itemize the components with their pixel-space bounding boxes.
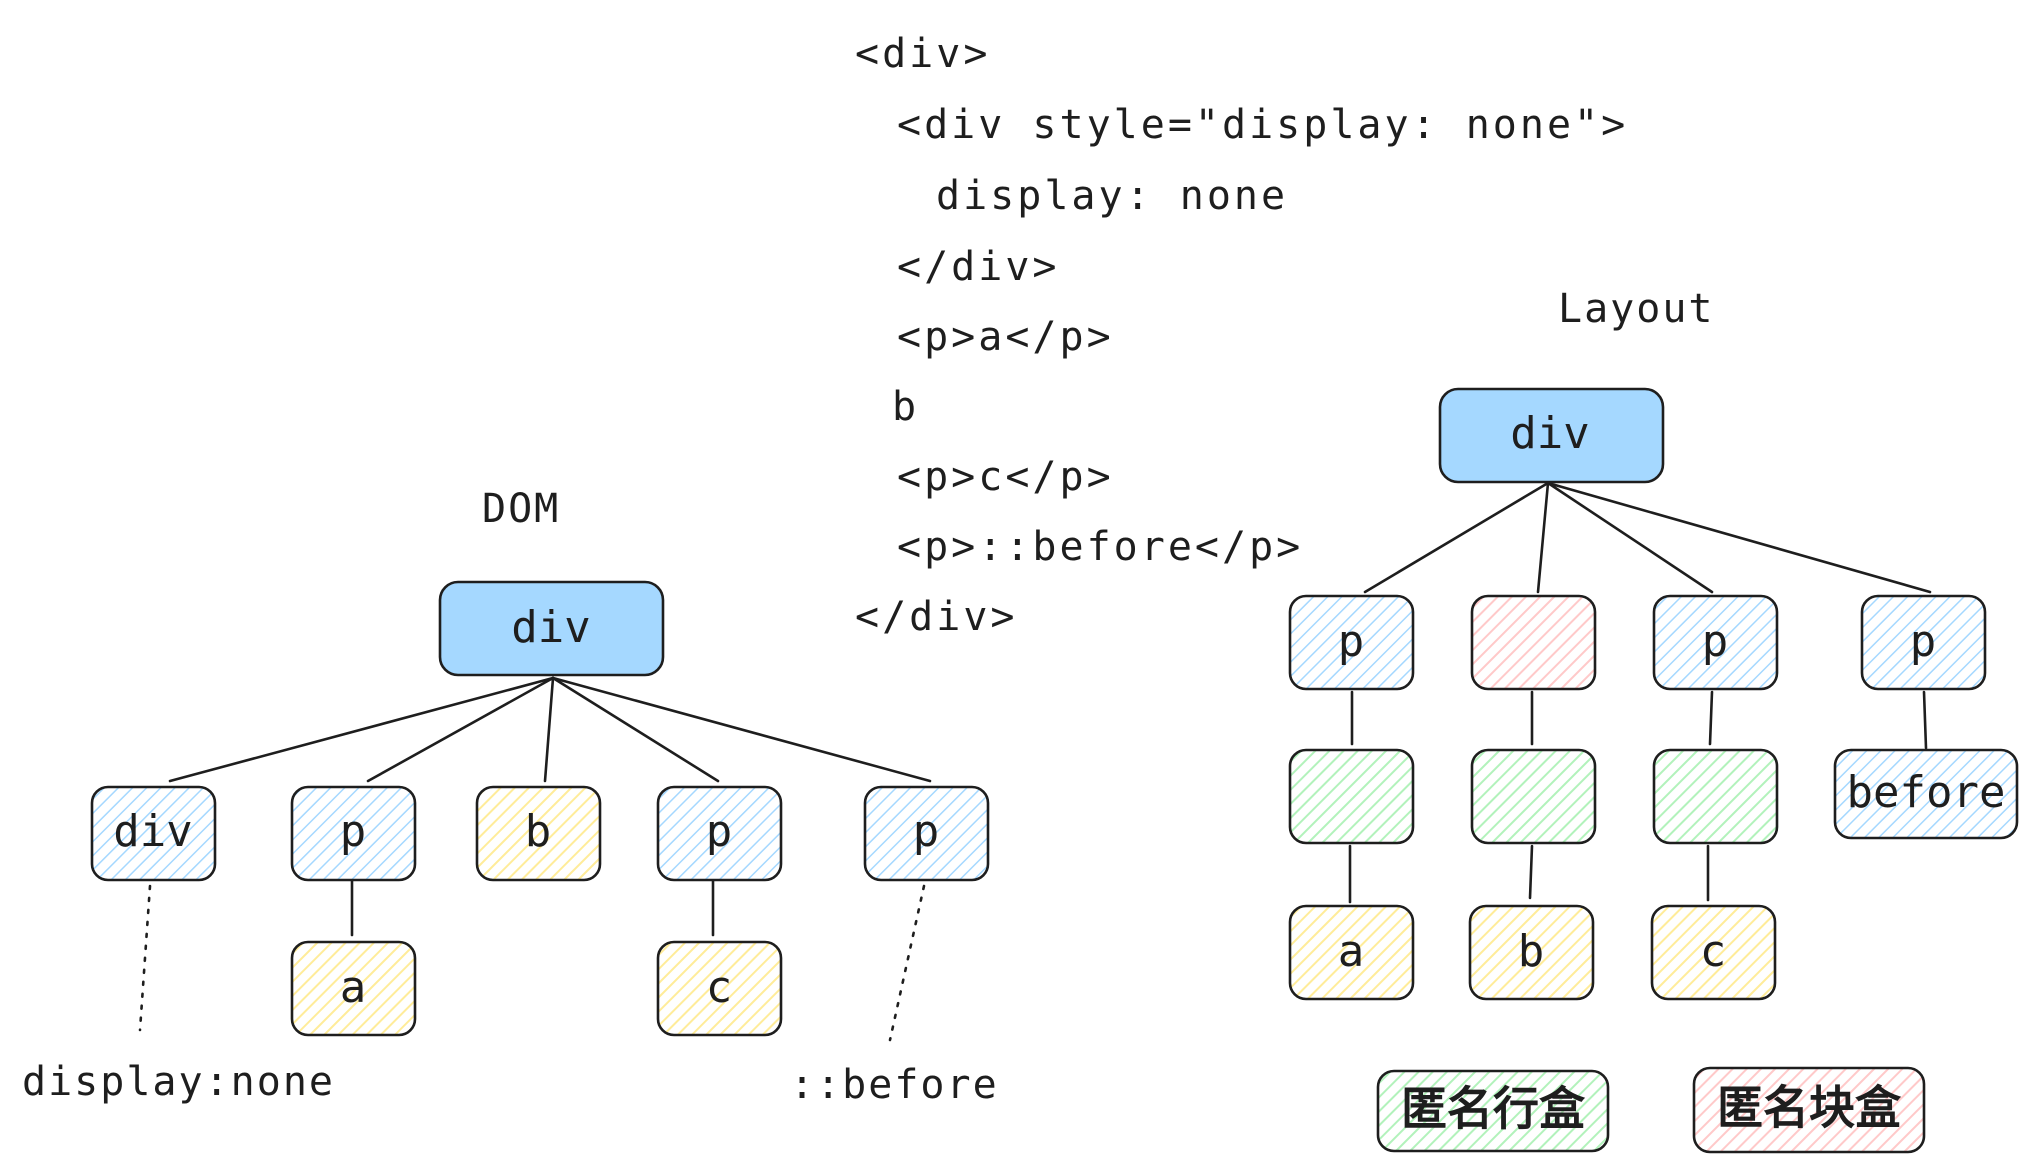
dom-node-box [863, 785, 990, 882]
layout-node-label: a [1338, 926, 1365, 977]
legend-anonymous-block-box: 匿名块盒 [1692, 1066, 1926, 1154]
layout-anonymous-inline-box-c [1652, 748, 1779, 845]
dom-node-box [90, 785, 217, 882]
layout-node-box [1652, 748, 1779, 845]
dom-edge [366, 676, 555, 783]
dom-node-box [290, 785, 417, 882]
layout-node-label: p [1338, 616, 1365, 667]
dom-leaf-a: a [290, 940, 417, 1037]
layout-root-box [1438, 387, 1665, 484]
dom-note-before: ::before [790, 1062, 999, 1108]
dom-node-box [475, 785, 602, 882]
code-line-6: b [892, 384, 919, 430]
layout-root-label: div [1510, 408, 1589, 459]
dom-edges [138, 676, 932, 1042]
layout-node-box [1288, 904, 1415, 1001]
layout-edge [1528, 844, 1534, 900]
dom-node-label: div [113, 806, 192, 857]
layout-edge [1546, 481, 1714, 594]
dom-root-node: div [438, 580, 665, 677]
dom-node-label: p [340, 806, 367, 857]
dom-node-label: c [706, 962, 733, 1013]
layout-node-label: p [1702, 616, 1729, 667]
legend-anonymous-inline-box: 匿名行盒 [1376, 1069, 1610, 1153]
code-line-3: display: none [936, 173, 1288, 219]
layout-leaf-a: a [1288, 904, 1415, 1001]
layout-node-box [1288, 594, 1415, 691]
dom-node-text-b: b [475, 785, 602, 882]
code-line-8: <p>::before</p> [897, 524, 1303, 570]
layout-node-box [1860, 594, 1987, 691]
layout-edge [1363, 481, 1550, 594]
layout-edge [1536, 481, 1550, 594]
dom-node-label: b [525, 806, 552, 857]
dom-note-display-none: display:none [22, 1059, 335, 1105]
layout-edge [1708, 690, 1714, 746]
layout-node-label: c [1700, 926, 1727, 977]
legend-swatch-block [1692, 1066, 1926, 1154]
layout-node-box [1468, 904, 1595, 1001]
dom-node-label: a [340, 962, 367, 1013]
dom-tree: DOM div div p b [22, 486, 999, 1108]
layout-node-box [1470, 594, 1597, 691]
layout-node-label: b [1518, 926, 1545, 977]
dom-node-box [290, 940, 417, 1037]
dom-edge [168, 676, 555, 783]
layout-node-label: p [1910, 616, 1937, 667]
code-line-1: <div> [855, 31, 990, 77]
layout-anonymous-inline-box-a [1288, 748, 1415, 845]
layout-anonymous-block-box [1470, 594, 1597, 691]
legend-label-block: 匿名块盒 [1717, 1081, 1902, 1135]
legend-swatch-inline [1376, 1069, 1610, 1153]
layout-edges [1348, 481, 1932, 904]
layout-leaf-c: c [1650, 904, 1777, 1001]
dom-dotted-connector [888, 884, 926, 1042]
layout-title: Layout [1558, 286, 1715, 332]
dom-edge [551, 676, 720, 783]
code-line-2: <div style="display: none"> [897, 102, 1628, 148]
layout-leaf-b: b [1468, 904, 1595, 1001]
layout-anonymous-inline-box-b [1470, 748, 1597, 845]
dom-node-label: p [706, 806, 733, 857]
dom-leaf-c: c [656, 940, 783, 1037]
dom-root-label: div [511, 602, 590, 653]
layout-node-before: before [1833, 748, 2019, 840]
dom-node-div: div [90, 785, 217, 882]
layout-node-box [1652, 594, 1779, 691]
layout-node-p-c: p [1652, 594, 1779, 691]
layout-edge [1922, 690, 1928, 750]
code-line-9: </div> [855, 594, 1018, 640]
dom-dotted-connector [138, 884, 152, 1032]
layout-node-box [1288, 748, 1415, 845]
dom-edge [543, 676, 555, 783]
code-block: <div> <div style="display: none"> displa… [855, 31, 1628, 640]
layout-root-node: div [1438, 387, 1665, 484]
code-line-5: <p>a</p> [897, 314, 1114, 360]
layout-node-box [1650, 904, 1777, 1001]
code-line-4: </div> [897, 244, 1060, 290]
dom-node-p-c: p [656, 785, 783, 882]
layout-node-box [1470, 748, 1597, 845]
dom-root-box [438, 580, 665, 677]
dom-node-label: p [913, 806, 940, 857]
layout-edge [1546, 481, 1932, 594]
code-line-7: <p>c</p> [897, 454, 1114, 500]
dom-edge [551, 676, 932, 783]
dom-node-p-a: p [290, 785, 417, 882]
dom-title: DOM [482, 486, 560, 532]
layout-node-p-a: p [1288, 594, 1415, 691]
layout-node-p-before: p [1860, 594, 1987, 691]
dom-node-box [656, 785, 783, 882]
dom-node-p-before: p [863, 785, 990, 882]
layout-tree: Layout div p p [1288, 286, 2019, 1154]
layout-node-box [1833, 748, 2019, 840]
layout-node-label: before [1847, 767, 2006, 818]
legend-label-inline: 匿名行盒 [1401, 1082, 1586, 1136]
dom-node-box [656, 940, 783, 1037]
